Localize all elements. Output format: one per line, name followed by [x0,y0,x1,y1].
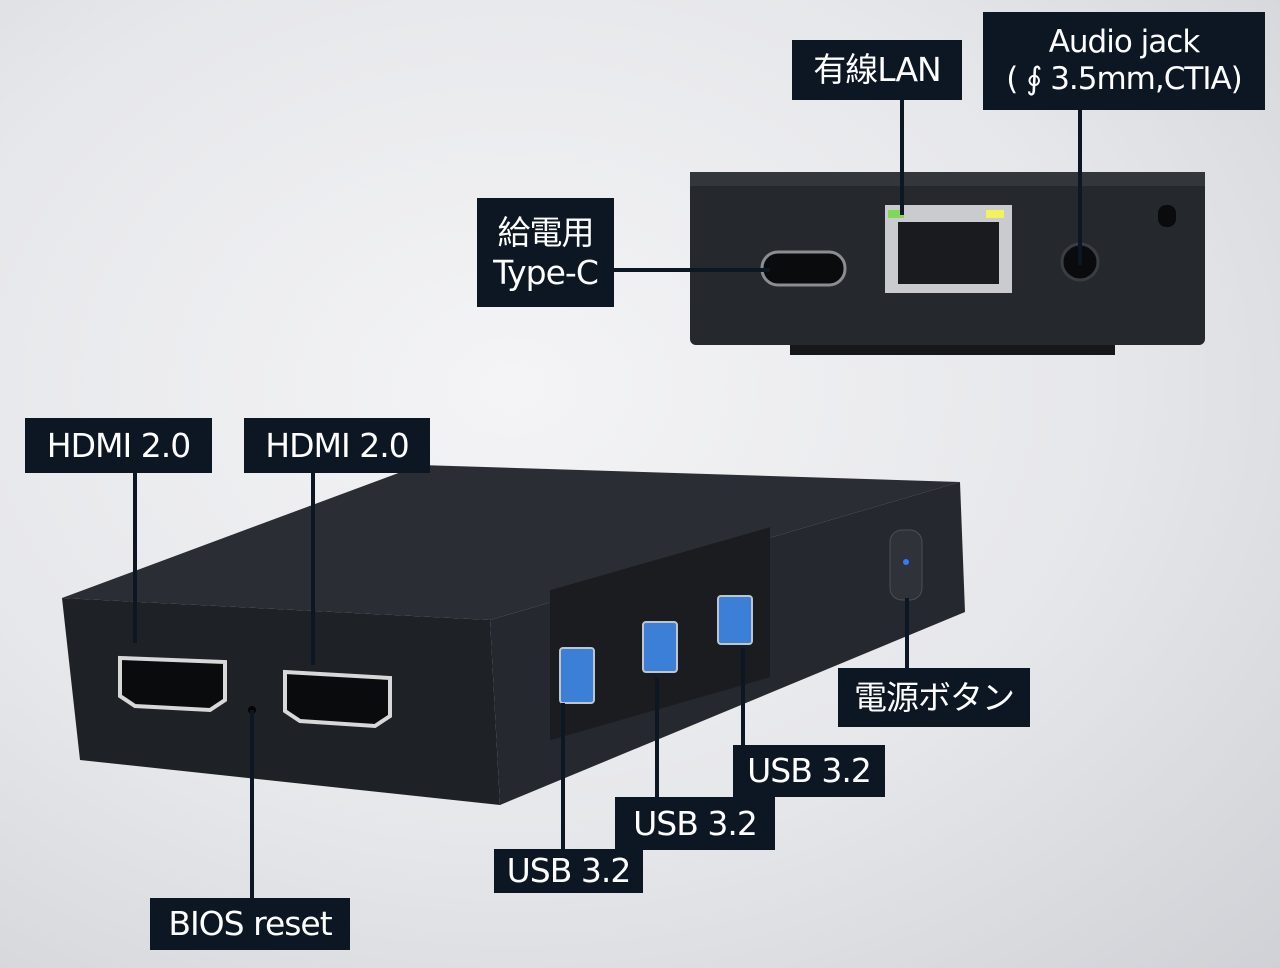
usb-bottom-text: USB 3.2 [506,851,632,891]
audio-leader-line [1078,110,1082,265]
rear-view-device [690,172,1205,355]
usb-port-2 [642,621,678,673]
hdmi-left-label: HDMI 2.0 [25,418,212,473]
power-button-leader-line [905,598,909,668]
typec-label-line1: 給電用 [497,212,595,252]
usb-top-text: USB 3.2 [747,751,872,791]
audio-jack-label: Audio jack ( ∮ 3.5mm,CTIA) [983,12,1265,110]
audio-label-line1: Audio jack [1048,23,1201,60]
usb-mid-label: USB 3.2 [615,797,775,850]
hdmi-port-left [118,655,227,713]
hdmi-right-text: HDMI 2.0 [265,425,409,465]
typec-power-label: 給電用 Type-C [477,198,614,307]
typec-leader-line [614,268,770,272]
hdmi-left-text: HDMI 2.0 [46,425,191,465]
usb-mid-text: USB 3.2 [633,803,758,843]
usb-port-1 [559,647,595,704]
usb-top-label: USB 3.2 [733,745,885,797]
usb-bottom-leader-line [561,703,565,849]
usb-c-port [760,250,847,287]
lan-leader-line [900,100,904,215]
usb-mid-leader-line [655,678,659,797]
power-button-label: 電源ボタン [838,668,1030,727]
bios-leader-line [250,710,254,898]
hdmi-left-leader-line [133,473,137,643]
bios-reset-label: BIOS reset [150,898,350,950]
usb-port-3 [717,595,753,645]
hdmi-right-label: HDMI 2.0 [244,418,430,473]
audio-label-line2: ( ∮ 3.5mm,CTIA) [1006,61,1243,97]
usb-top-leader-line [741,648,745,745]
lan-label-text: 有線LAN [813,50,941,90]
typec-label-line2: Type-C [493,252,599,292]
hdmi-right-leader-line [311,473,315,665]
usb-bottom-label: USB 3.2 [494,849,643,893]
front-view-device [62,465,965,805]
lan-label: 有線LAN [792,40,962,100]
hdmi-port-right [283,669,392,729]
bios-reset-text: BIOS reset [168,904,332,944]
power-button-text: 電源ボタン [854,677,1015,717]
